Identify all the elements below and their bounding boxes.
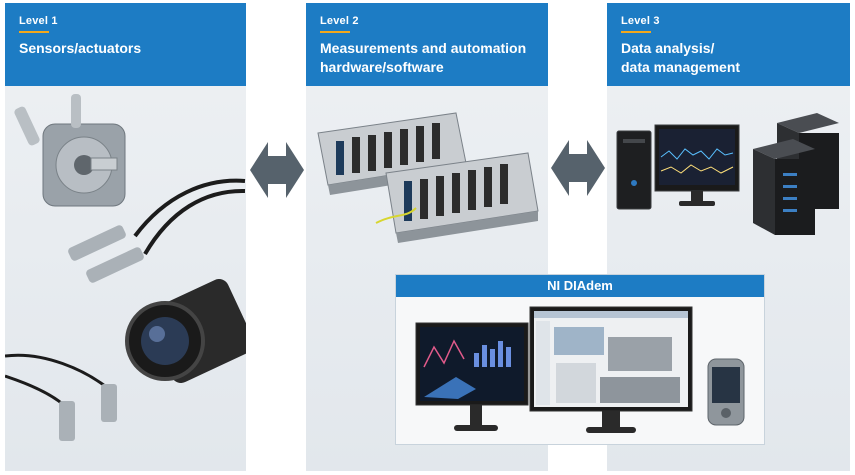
level-1-title: Sensors/actuators [19,39,141,58]
actuator-image [14,94,126,207]
data-management-illustration [616,113,839,235]
double-arrow-icon [250,142,304,198]
diadem-title: NI DIAdem [396,275,764,297]
monitor-diadem-image [529,306,693,433]
sensors-actuators-illustration [5,94,246,441]
double-arrow-icon [551,140,605,196]
level-3-accent-rule [621,31,651,33]
level-2-title: Measurements and automation hardware/sof… [320,39,526,77]
level-3-title: Data analysis/ data management [621,39,740,77]
level-3-header: Level 3 Data analysis/ data management [607,3,850,86]
level-1-panel: Level 1 Sensors/actuators [5,3,246,471]
desktop-computer-image [616,124,740,210]
level-1-accent-rule [19,31,49,33]
level-3-title-line-1: Data analysis/ [621,40,715,56]
diadem-section: NI DIAdem [395,274,765,445]
level-3-title-line-2: data management [621,59,741,75]
level-2-label: Level 2 [320,15,359,27]
level-2-title-line-2: hardware/software [320,59,444,75]
camera-lens-image [125,279,246,383]
daq-chassis-2-image [375,152,539,243]
level-1-header: Level 1 Sensors/actuators [5,3,246,86]
monitor-charts-image [415,322,529,431]
handheld-device-image [707,358,745,426]
level-1-label: Level 1 [19,15,58,27]
level-3-panel: Level 3 Data analysis/ data management [607,3,850,471]
small-sensor-image [5,353,117,441]
daq-hardware-illustration [317,112,539,243]
pressure-sensor-image [68,178,246,283]
level-2-title-line-1: Measurements and automation [320,40,527,56]
level-1-title-line-1: Sensors/actuators [19,40,142,56]
diadem-software-illustration [415,306,745,433]
server-image [753,113,839,235]
level-2-header: Level 2 Measurements and automation hard… [306,3,548,86]
level-2-accent-rule [320,31,350,33]
level-3-label: Level 3 [621,15,660,27]
